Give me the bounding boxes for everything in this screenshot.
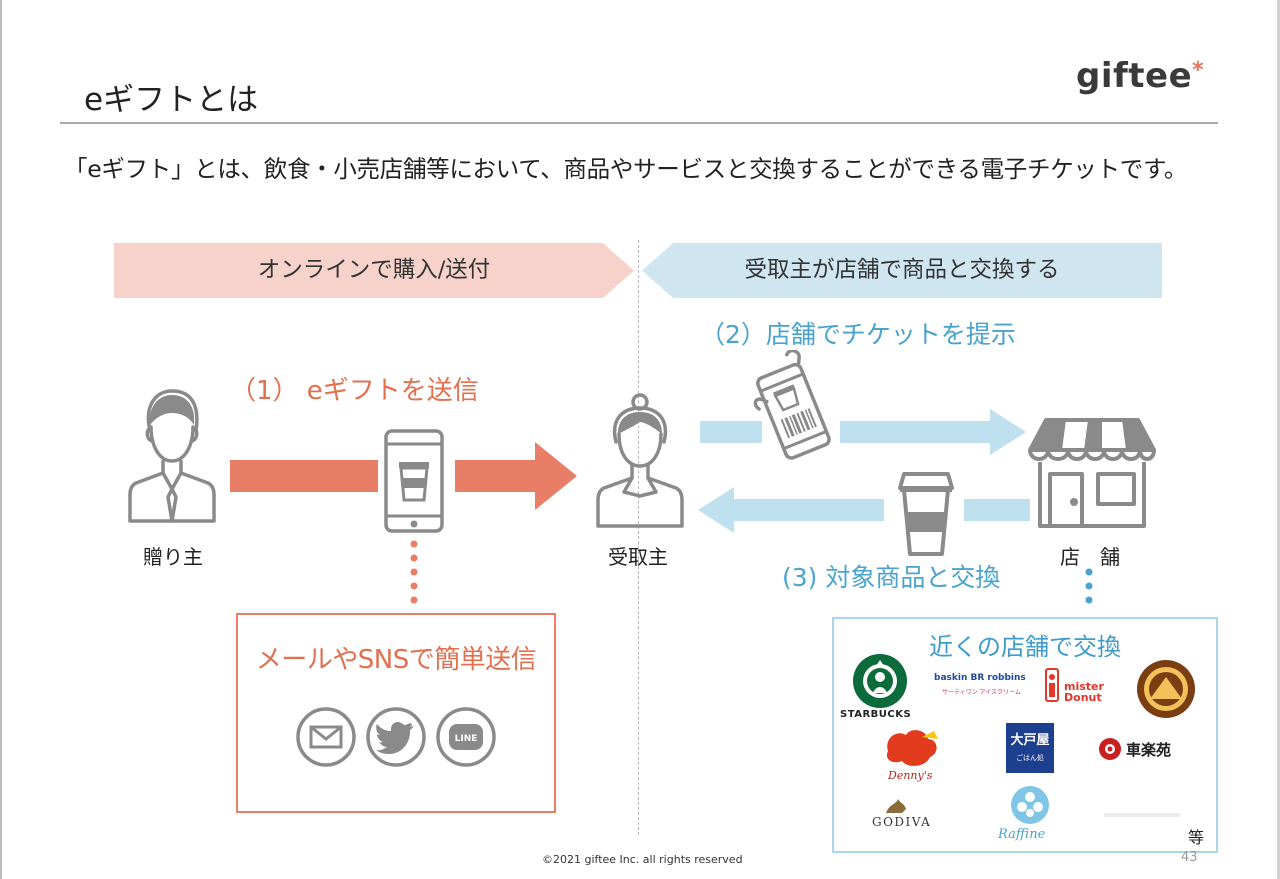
cafe-emblem-logo-icon	[1137, 660, 1195, 718]
page-number: 43	[1181, 850, 1198, 865]
store-icon	[1028, 418, 1156, 528]
logo-text: giftee	[1076, 56, 1193, 96]
title-divider	[60, 122, 1218, 124]
faint-brand-logo	[1104, 813, 1180, 817]
ootoya-logo: 大戸屋 ごはん処	[1006, 723, 1054, 773]
sender-label: 贈り主	[143, 545, 203, 569]
smartphone-icon	[384, 429, 444, 533]
receiver-label: 受取主	[608, 545, 668, 569]
sns-send-box: メールやSNSで簡単送信 LINE	[236, 613, 556, 813]
shurakuen-wordmark: 車楽苑	[1126, 741, 1172, 759]
step-1-label: （1） eギフトを送信	[230, 376, 479, 406]
step-3-label: (3) 対象商品と交換	[782, 563, 1001, 592]
step-2-label: （2）店舗でチケットを提示	[700, 320, 1016, 349]
line-icon-label: LINE	[455, 734, 478, 744]
section-divider-dashed	[638, 240, 639, 835]
raffine-flower-icon	[1011, 786, 1049, 824]
dotted-connector-left	[410, 540, 418, 604]
logo-asterisk-icon: *	[1192, 58, 1205, 83]
giftee-logo: giftee*	[1076, 56, 1204, 96]
ootoya-subtext: ごはん処	[1016, 754, 1044, 762]
sns-send-title: メールやSNSで簡単送信	[255, 645, 537, 675]
nearby-store-box: 近くの店舗で交換 STARBUCKS baskin BR robbins サーテ…	[832, 617, 1218, 853]
mister-donut-figure-icon	[1045, 668, 1059, 702]
dennys-wordmark: Denny's	[888, 769, 933, 782]
baskin-robbins-subtext: サーティワン アイスクリーム	[942, 689, 1021, 696]
hand-phone-barcode-icon	[753, 350, 831, 460]
send-arrow-tail	[230, 460, 378, 492]
slide-title: eギフトとは	[84, 82, 259, 118]
starbucks-logo-icon	[853, 654, 907, 708]
ootoya-wordmark: 大戸屋	[1010, 733, 1050, 748]
twitter-icon	[366, 707, 426, 767]
banner-online-purchase: オンラインで購入/送付	[114, 243, 634, 298]
copyright-footer: ©2021 giftee Inc. all rights reserved	[542, 853, 743, 866]
store-label: 店 舗	[1060, 545, 1120, 569]
shurakuen-emblem-icon	[1099, 738, 1121, 760]
sender-person-icon	[128, 389, 216, 523]
raffine-wordmark: Raffine	[998, 827, 1046, 842]
coffee-cup-icon	[898, 472, 954, 556]
line-icon: LINE	[436, 707, 496, 767]
slide-border-left	[0, 0, 2, 879]
mail-icon	[296, 707, 356, 767]
send-arrow-head	[455, 442, 577, 510]
etc-label: 等	[1188, 828, 1205, 847]
godiva-wordmark: GODIVA	[872, 815, 932, 829]
slide-border-right	[1277, 0, 1280, 879]
exchange-arrow	[698, 487, 1030, 533]
nearby-store-title: 近くの店舗で交換	[929, 633, 1121, 661]
dennys-logo-icon	[886, 730, 938, 766]
dotted-connector-right	[1085, 568, 1093, 604]
receiver-person-icon	[596, 393, 684, 528]
present-ticket-arrow	[700, 409, 1026, 455]
banner-store-exchange: 受取主が店舗で商品と交換する	[642, 243, 1162, 298]
godiva-rider-icon	[886, 799, 906, 813]
mister-donut-word2: Donut	[1064, 691, 1102, 704]
lead-description: 「eギフト」とは、飲食・小売店舗等において、商品やサービスと交換することができる…	[64, 155, 1188, 183]
mister-donut-word1: mister	[1064, 680, 1104, 693]
baskin-robbins-logo: baskin BR robbins	[934, 673, 1026, 683]
starbucks-wordmark: STARBUCKS	[840, 709, 912, 720]
